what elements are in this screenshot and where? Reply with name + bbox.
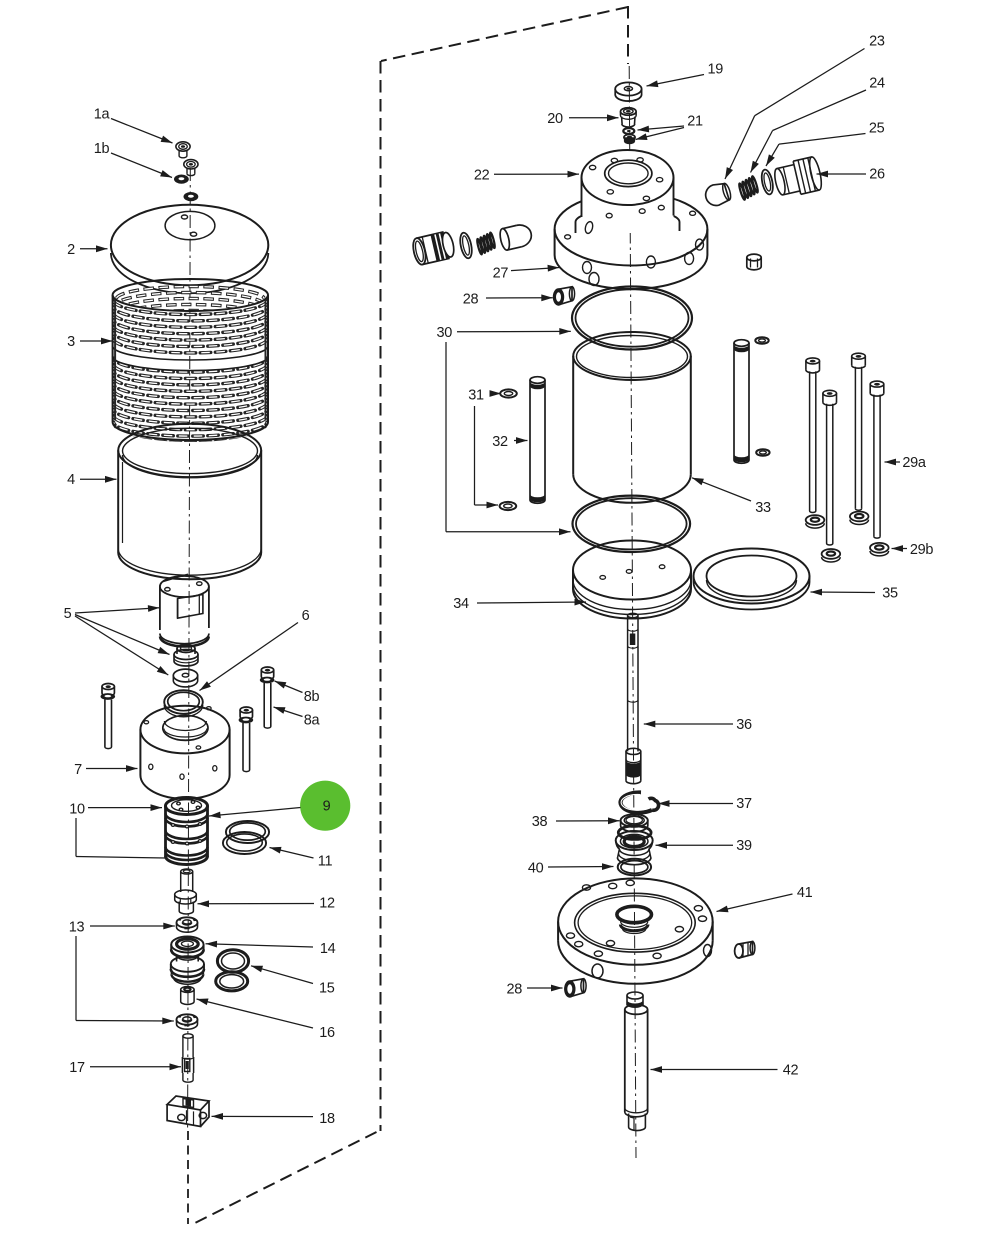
svg-text:8a: 8a — [304, 712, 321, 728]
svg-text:14: 14 — [320, 941, 336, 957]
svg-text:33: 33 — [755, 500, 771, 516]
svg-text:29b: 29b — [910, 542, 934, 558]
svg-text:22: 22 — [474, 168, 490, 184]
svg-text:31: 31 — [468, 388, 484, 404]
svg-text:17: 17 — [69, 1060, 85, 1076]
svg-text:20: 20 — [547, 111, 563, 127]
svg-text:18: 18 — [319, 1111, 335, 1127]
svg-text:4: 4 — [67, 472, 75, 488]
svg-text:7: 7 — [74, 762, 82, 778]
svg-text:6: 6 — [302, 608, 310, 624]
svg-text:2: 2 — [67, 242, 75, 258]
svg-text:1b: 1b — [94, 141, 110, 157]
svg-text:3: 3 — [67, 334, 75, 350]
svg-text:13: 13 — [69, 920, 85, 936]
svg-text:16: 16 — [319, 1025, 335, 1041]
svg-text:5: 5 — [64, 606, 72, 622]
svg-text:19: 19 — [708, 62, 724, 78]
svg-text:12: 12 — [319, 896, 335, 912]
svg-text:30: 30 — [437, 325, 453, 341]
svg-text:35: 35 — [882, 586, 898, 602]
svg-text:37: 37 — [736, 796, 752, 812]
svg-text:25: 25 — [869, 121, 885, 137]
svg-text:15: 15 — [319, 981, 335, 997]
svg-text:32: 32 — [492, 434, 508, 450]
svg-text:41: 41 — [797, 885, 813, 901]
svg-text:28: 28 — [507, 982, 523, 998]
svg-text:38: 38 — [532, 814, 548, 830]
svg-text:27: 27 — [493, 266, 509, 282]
svg-text:39: 39 — [736, 838, 752, 854]
svg-text:28: 28 — [463, 292, 479, 308]
svg-text:24: 24 — [869, 76, 885, 92]
svg-text:26: 26 — [869, 167, 885, 183]
svg-text:23: 23 — [869, 34, 885, 50]
svg-text:40: 40 — [528, 861, 544, 877]
svg-text:34: 34 — [453, 596, 469, 612]
svg-text:11: 11 — [318, 854, 333, 870]
svg-text:1a: 1a — [94, 107, 111, 123]
svg-text:9: 9 — [323, 799, 331, 815]
svg-text:29a: 29a — [902, 455, 927, 471]
svg-text:8b: 8b — [304, 689, 320, 705]
svg-text:21: 21 — [687, 114, 703, 130]
svg-text:36: 36 — [736, 717, 752, 733]
svg-text:42: 42 — [783, 1063, 799, 1079]
svg-text:10: 10 — [69, 802, 85, 818]
